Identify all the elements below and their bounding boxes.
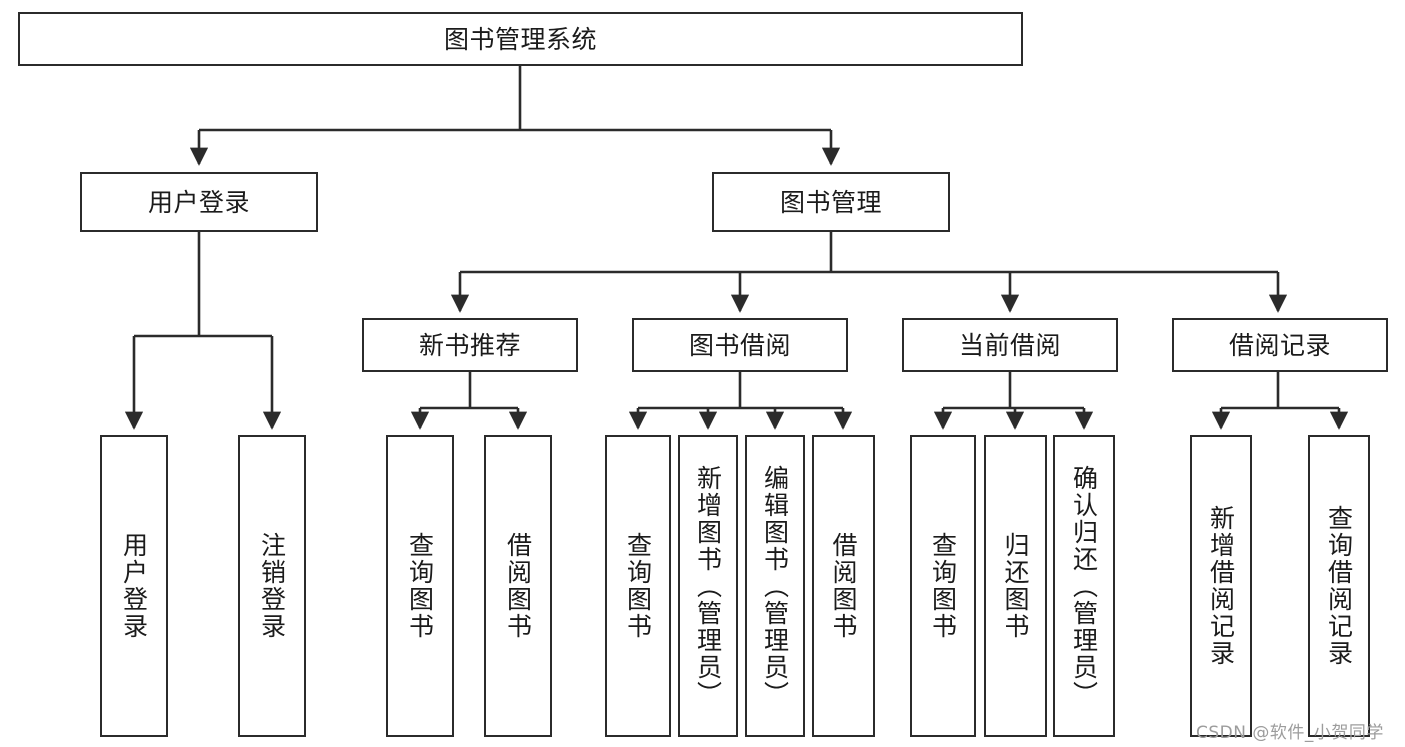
node-new-book-recommend[interactable]: 新书推荐 [362,318,578,372]
node-borrow-record[interactable]: 借阅记录 [1172,318,1388,372]
leaf-user-logout-label: 注销登录 [257,532,287,640]
leaf-query-book-recommend[interactable]: 查询图书 [386,435,454,737]
leaf-query-borrow-record-label: 查询借阅记录 [1324,505,1354,667]
leaf-borrow-book-label: 借阅图书 [829,532,858,640]
leaf-borrow-book-recommend[interactable]: 借阅图书 [484,435,552,737]
node-current-borrow-label: 当前借阅 [958,330,1061,360]
node-book-manage[interactable]: 图书管理 [712,172,950,232]
leaf-return-book[interactable]: 归还图书 [984,435,1047,737]
leaf-edit-book-admin-label: 编辑图书（管理员） [760,464,790,708]
node-borrow-record-label: 借阅记录 [1228,330,1331,360]
leaf-borrow-book[interactable]: 借阅图书 [812,435,875,737]
leaf-add-book-admin-label: 新增图书（管理员） [693,464,723,708]
leaf-query-book-current-label: 查询图书 [928,532,958,640]
leaf-query-book-borrow[interactable]: 查询图书 [605,435,671,737]
leaf-query-book-borrow-label: 查询图书 [623,532,653,640]
node-root[interactable]: 图书管理系统 [18,12,1023,66]
node-user-login-label: 用户登录 [147,187,250,217]
leaf-query-book-recommend-label: 查询图书 [405,532,435,640]
node-book-manage-label: 图书管理 [779,187,882,217]
leaf-user-login-label: 用户登录 [119,532,149,640]
leaf-query-book-current[interactable]: 查询图书 [910,435,976,737]
leaf-edit-book-admin[interactable]: 编辑图书（管理员） [745,435,805,737]
leaf-query-borrow-record[interactable]: 查询借阅记录 [1308,435,1370,737]
leaf-add-borrow-record[interactable]: 新增借阅记录 [1190,435,1252,737]
node-user-login[interactable]: 用户登录 [80,172,318,232]
leaf-add-borrow-record-label: 新增借阅记录 [1206,505,1236,667]
leaf-borrow-book-recommend-label: 借阅图书 [503,532,533,640]
leaf-confirm-return-admin[interactable]: 确认归还（管理员） [1053,435,1115,737]
leaf-user-login[interactable]: 用户登录 [100,435,168,737]
node-current-borrow[interactable]: 当前借阅 [902,318,1118,372]
leaf-add-book-admin[interactable]: 新增图书（管理员） [678,435,738,737]
node-book-borrow-label: 图书借阅 [688,330,791,360]
leaf-return-book-label: 归还图书 [1001,532,1030,640]
watermark-csdn: CSDN @软件_小贺同学 [1196,723,1384,743]
node-book-borrow[interactable]: 图书借阅 [632,318,848,372]
leaf-user-logout[interactable]: 注销登录 [238,435,306,737]
node-new-book-recommend-label: 新书推荐 [418,330,521,360]
leaf-confirm-return-admin-label: 确认归还（管理员） [1069,464,1099,708]
node-root-label: 图书管理系统 [443,24,597,54]
